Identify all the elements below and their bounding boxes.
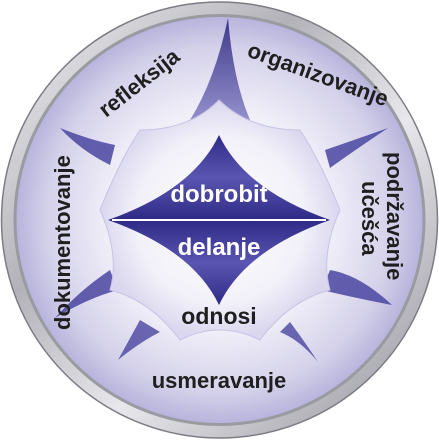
label-dobrobit: dobrobit	[170, 181, 267, 208]
center-diamond-top	[108, 135, 330, 220]
label-ucesca: učešća	[357, 181, 382, 256]
label-usmeravanje: usmeravanje	[152, 368, 287, 393]
label-podrzavanje: podržavanje	[382, 152, 407, 280]
spoke-left-bottom	[55, 270, 118, 318]
center-diamond-bottom	[108, 220, 330, 305]
spoke-bottom-left	[118, 320, 160, 360]
spoke-left	[60, 128, 115, 165]
label-odnosi: odnosi	[181, 303, 256, 329]
spoke-right-top	[325, 128, 388, 168]
spoke-top	[190, 18, 250, 120]
spoke-bottom-right	[280, 322, 318, 362]
spokes	[55, 18, 392, 362]
label-dokumentovanje: dokumentovanje	[50, 155, 75, 330]
spoke-right-bottom	[322, 270, 392, 305]
label-delanje: delanje	[178, 234, 261, 261]
